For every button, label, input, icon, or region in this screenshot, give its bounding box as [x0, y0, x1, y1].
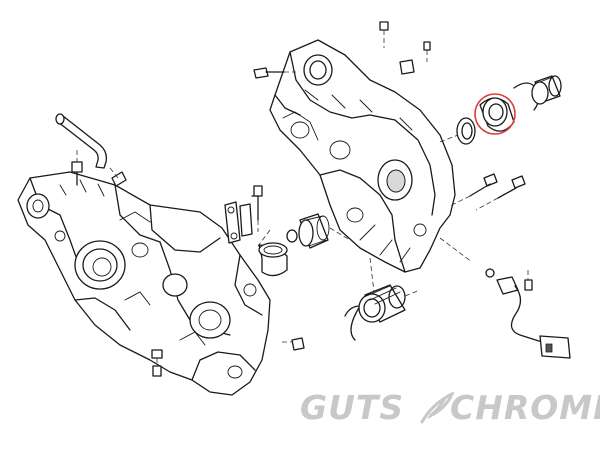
brand-word-left: GUTS	[300, 388, 405, 427]
brand-watermark: GUTS CHROME	[300, 388, 600, 428]
long-bolts	[449, 173, 526, 211]
top-fasteners	[253, 21, 431, 79]
left-crankcase-half	[17, 171, 271, 396]
breather-hose	[55, 113, 108, 169]
brand-word-right: CHROME	[450, 388, 600, 427]
center-parts	[224, 185, 330, 277]
alignment-lines	[257, 227, 473, 293]
sensor-with-cable	[485, 268, 571, 359]
right-crankcase-half	[269, 39, 456, 273]
feather-icon	[420, 391, 454, 424]
oil-seal-highlight	[474, 93, 516, 135]
bearing-seal-stack	[439, 75, 562, 145]
lower-bearing	[344, 284, 421, 341]
left-fasteners	[71, 150, 305, 377]
